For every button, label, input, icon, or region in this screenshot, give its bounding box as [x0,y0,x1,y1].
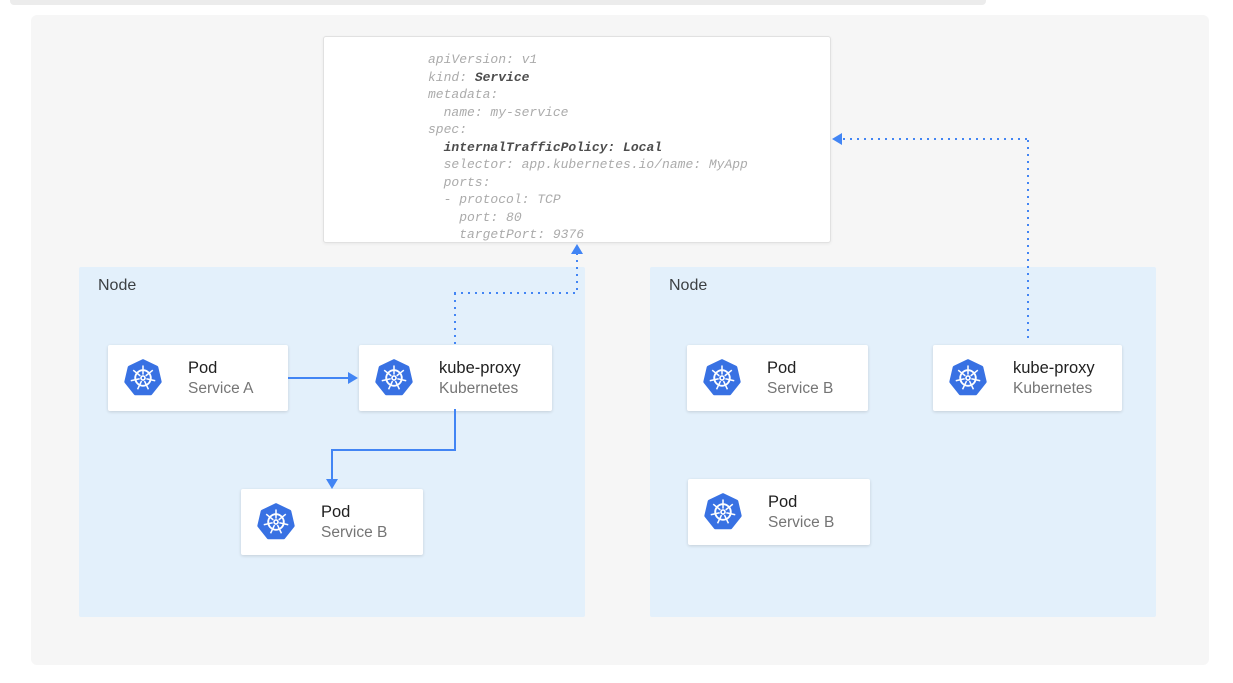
kubernetes-icon [704,493,742,531]
card-pod-service-b-left: Pod Service B [241,489,423,555]
node-label: Node [669,277,708,294]
yaml-line: - protocol: TCP [428,192,561,207]
yaml-line: targetPort: 9376 [428,227,585,242]
yaml-line: name: my-service [428,104,569,120]
card-kube-proxy-right: kube-proxy Kubernetes [933,345,1122,411]
card-subtitle: Service A [188,379,254,397]
yaml-line: port: 80 [428,209,522,225]
card-title: Pod [768,492,798,511]
node-box-right: Node [650,267,1156,617]
kubernetes-icon [257,503,295,541]
node-label: Node [98,277,137,294]
card-pod-service-b-right-bottom: Pod Service B [688,479,870,545]
card-subtitle: Kubernetes [1013,379,1093,397]
card-title: Pod [188,358,218,377]
card-title: Pod [321,502,351,521]
card-subtitle: Service B [767,379,834,397]
kubernetes-icon [124,359,162,397]
kubernetes-icon [703,359,741,397]
yaml-line: metadata: [428,87,499,102]
card-title: kube-proxy [1013,358,1095,377]
yaml-line: apiVersion: v1 [428,52,538,67]
card-title: Pod [767,358,797,377]
yaml-line: selector: app.kubernetes.io/name: MyApp [428,157,748,172]
node-box-left: Node [79,267,585,617]
card-subtitle: Kubernetes [439,379,519,397]
yaml-line: ports: [428,174,491,190]
card-kube-proxy-left: kube-proxy Kubernetes [359,345,552,411]
yaml-line-internal-traffic-policy: internalTrafficPolicy: Local [443,139,663,155]
service-yaml-panel: apiVersion: v1 kind: Service metadata: n… [323,36,831,243]
card-subtitle: Service B [768,513,835,531]
card-pod-service-b-right-top: Pod Service B [687,345,868,411]
kubernetes-icon [949,359,987,397]
card-subtitle: Service B [321,523,388,541]
yaml-line: spec: [428,122,468,137]
top-divider [10,0,986,5]
yaml-line: kind: Service [428,69,530,85]
kubernetes-icon [375,359,413,397]
card-pod-service-a: Pod Service A [108,345,288,411]
card-title: kube-proxy [439,358,521,377]
